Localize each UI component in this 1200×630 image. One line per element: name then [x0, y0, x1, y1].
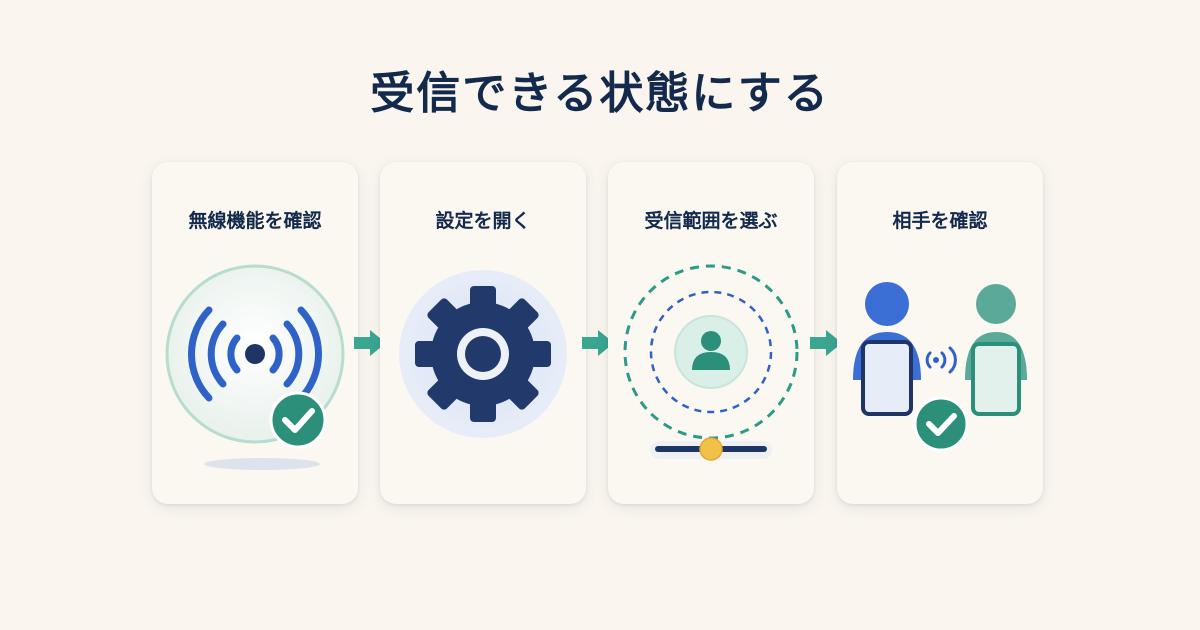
step-2-label: 設定を開く: [435, 210, 531, 232]
step-3-label: 受信範囲を選ぶ: [644, 210, 778, 232]
arrow-right-icon: [354, 328, 388, 358]
step-card-3: 受信範囲を選ぶ: [608, 162, 814, 504]
range-person-icon: [608, 252, 814, 482]
step-1-label: 無線機能を確認: [188, 210, 322, 232]
page-title: 受信できる状態にする: [370, 68, 830, 119]
arrow-right-icon: [582, 328, 616, 358]
people-devices-check-icon: [837, 252, 1043, 482]
gear-icon: [380, 252, 586, 482]
step-card-1: 無線機能を確認: [152, 162, 358, 504]
arrow-right-icon: [810, 328, 844, 358]
step-card-2: 設定を開く: [380, 162, 586, 504]
step-4-label: 相手を確認: [892, 210, 988, 232]
wireless-check-icon: [152, 252, 358, 482]
step-card-4: 相手を確認: [837, 162, 1043, 504]
